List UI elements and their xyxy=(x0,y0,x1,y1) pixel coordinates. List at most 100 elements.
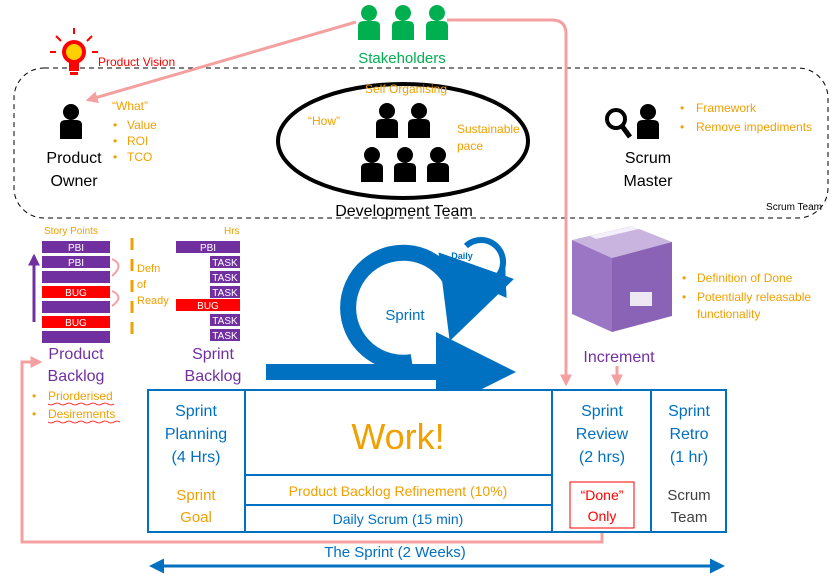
scrum-master-icon xyxy=(637,104,659,139)
product-backlog-item: PBI xyxy=(68,258,84,269)
daily-scrum-cycle-arrow xyxy=(463,237,507,298)
done-label-1: “Done” xyxy=(581,487,624,503)
scrum-team-boundary xyxy=(13,67,829,219)
daily-scrum-label-1: Daily xyxy=(451,251,473,261)
product-owner-icon xyxy=(60,104,82,139)
stakeholders-label: Stakeholders xyxy=(358,50,446,67)
planning-line-2: Planning xyxy=(165,426,227,443)
sustainable-label-1: Sustainable xyxy=(457,122,520,136)
sprint-backlog-item: PBI xyxy=(200,243,216,254)
svg-text:•: • xyxy=(682,271,686,285)
scrum-master-title-1: Scrum xyxy=(625,150,671,167)
svg-text:•: • xyxy=(680,101,684,115)
product-owner-title-1: Product xyxy=(46,150,102,167)
daily-scrum-label-2: Scrum xyxy=(448,263,476,273)
development-team-ellipse xyxy=(276,82,530,200)
product-backlog-stack: PBI PBI BUG BUG xyxy=(42,241,110,343)
sprint-backlog-item: TASK xyxy=(212,258,238,269)
retro-line-3: (1 hr) xyxy=(670,449,708,466)
sprint-backlog-title-1: Sprint xyxy=(192,346,234,363)
sprint-backlog-item: TASK xyxy=(212,316,238,327)
bullet-roi: ROI xyxy=(127,134,148,148)
done-label-2: Only xyxy=(588,508,617,524)
spelling-underline xyxy=(47,420,121,424)
feedback-loop-arrow xyxy=(20,356,604,544)
goal-line-1: Sprint xyxy=(176,487,216,504)
product-backlog-bullets: • Priorderised • Desirements xyxy=(32,389,115,421)
svg-text:•: • xyxy=(113,118,117,132)
daily-scrum-event-label: Daily Scrum (15 min) xyxy=(333,511,464,527)
how-label: “How” xyxy=(308,114,340,128)
stakeholders-to-review-arrow xyxy=(447,18,572,387)
defn-of-ready-1: Defn xyxy=(137,263,160,275)
svg-text:•: • xyxy=(682,290,686,304)
bullet-definition-of-done: Definition of Done xyxy=(697,271,793,285)
bullet-desirements: Desirements xyxy=(48,407,115,421)
increment-label: Increment xyxy=(583,349,655,366)
bullet-remove-impediments: Remove impediments xyxy=(696,120,812,134)
scrum-team-line-1: Scrum xyxy=(667,487,710,504)
sprint-retro-cell: Sprint Retro (1 hr) xyxy=(668,403,710,466)
refine-loop-2 xyxy=(111,290,120,307)
the-sprint-label: The Sprint (2 Weeks) xyxy=(324,544,465,561)
scrum-master-bullets: • Framework • Remove impediments xyxy=(680,101,812,134)
retro-line-1: Sprint xyxy=(668,403,710,420)
svg-text:•: • xyxy=(32,407,36,421)
sprint-planning-cell: Sprint Planning (4 Hrs) xyxy=(165,403,227,466)
sprint-backlog-title-2: Backlog xyxy=(185,368,242,385)
bullet-tco: TCO xyxy=(127,150,152,164)
product-backlog-title-1: Product xyxy=(48,346,104,363)
svg-text:•: • xyxy=(680,120,684,134)
product-backlog-item: PBI xyxy=(68,243,84,254)
bullet-value: Value xyxy=(127,118,157,132)
goal-line-2: Goal xyxy=(180,509,212,526)
development-team-label: Development Team xyxy=(335,203,473,220)
sprint-cycle-arrow xyxy=(340,244,514,371)
sprint-backlog-item: BUG xyxy=(197,301,219,312)
self-organising-label: Self Organising xyxy=(365,82,447,96)
defn-of-ready-3: Ready xyxy=(137,295,169,307)
bullet-framework: Framework xyxy=(696,101,757,115)
defn-of-ready-2: of xyxy=(137,279,147,291)
svg-text:•: • xyxy=(113,134,117,148)
stakeholders-to-owner-arrow xyxy=(85,20,357,104)
product-backlog-item: BUG xyxy=(65,318,87,329)
product-backlog-title-2: Backlog xyxy=(48,368,105,385)
sprint-backlog-item: TASK xyxy=(212,331,238,342)
refinement-label: Product Backlog Refinement (10%) xyxy=(289,483,508,499)
bullet-priorderised: Priorderised xyxy=(48,389,113,403)
sprint-review-cell: Sprint Review (2 hrs) xyxy=(576,403,629,466)
review-line-3: (2 hrs) xyxy=(579,449,625,466)
sprint-goal-cell: Sprint Goal xyxy=(176,487,216,526)
lightbulb-icon xyxy=(50,28,98,75)
increment-bullets: • Definition of Done • Potentially releasa… xyxy=(682,271,811,321)
spelling-underline xyxy=(47,402,115,406)
svg-text:•: • xyxy=(113,150,117,164)
sustainable-label-2: pace xyxy=(457,139,483,153)
product-owner-title-2: Owner xyxy=(50,173,98,190)
bullet-potentially-releasable: Potentially releasable xyxy=(697,290,811,304)
box-icon xyxy=(572,222,672,332)
hrs-label: Hrs xyxy=(224,226,240,237)
sprint-backlog-item: TASK xyxy=(212,288,238,299)
scrum-master-title-2: Master xyxy=(624,173,674,190)
bullet-functionality: functionality xyxy=(697,307,760,321)
sprint-cycle-label: Sprint xyxy=(385,307,425,324)
story-points-label: Story Points xyxy=(44,226,98,237)
svg-text:•: • xyxy=(32,389,36,403)
planning-line-3: (4 Hrs) xyxy=(172,449,221,466)
product-vision-label: Product Vision xyxy=(98,55,175,69)
scrum-team-line-2: Team xyxy=(671,509,708,526)
sprint-backlog-stack: PBI TASK TASK TASK BUG TASK TASK xyxy=(176,241,240,342)
refine-loop-1 xyxy=(111,258,120,277)
product-backlog-item: BUG xyxy=(65,288,87,299)
review-line-2: Review xyxy=(576,426,629,443)
product-owner-bullets: • Value • ROI • TCO xyxy=(113,118,157,164)
magnifier-icon xyxy=(605,108,633,139)
review-line-1: Sprint xyxy=(581,403,623,420)
scrum-team-label: Scrum Team xyxy=(766,202,822,213)
product-owner-what: “What” xyxy=(112,99,148,113)
stakeholders-icon xyxy=(358,5,448,40)
